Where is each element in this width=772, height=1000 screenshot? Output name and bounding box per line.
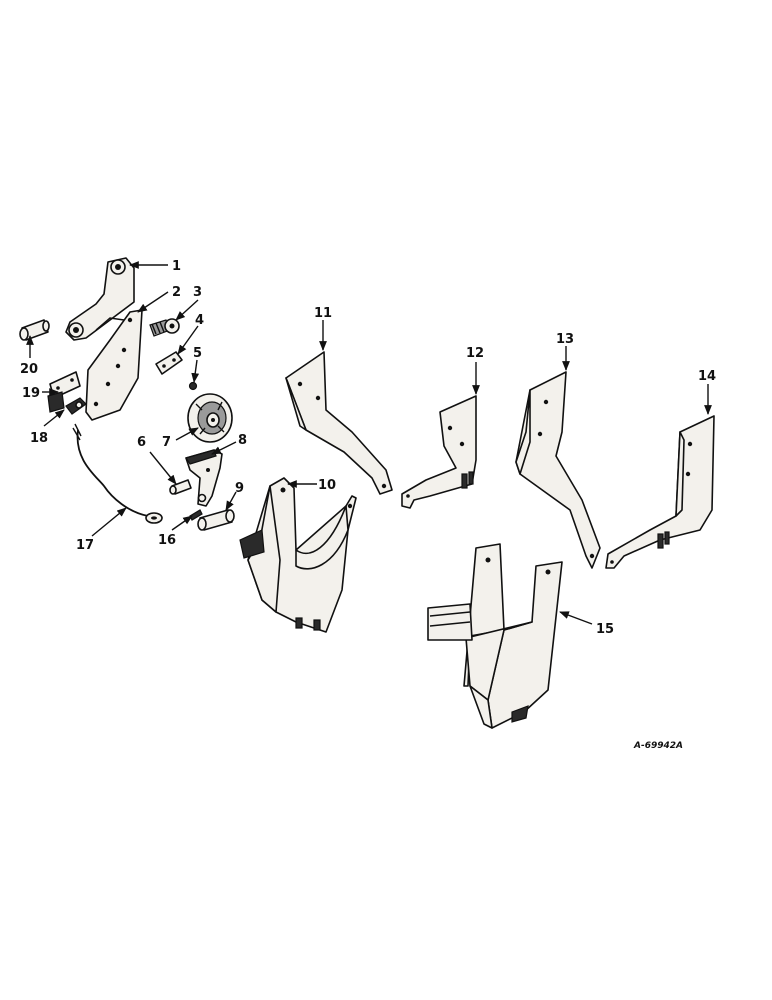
part-9-roller-pin bbox=[197, 509, 235, 531]
callout-12: 12 bbox=[466, 346, 484, 361]
callout-9: 9 bbox=[235, 481, 244, 496]
part-13-long-shank bbox=[515, 371, 601, 569]
part-3-bolt bbox=[149, 318, 180, 337]
callout-2: 2 bbox=[172, 285, 181, 300]
part-2-mounting-plate bbox=[85, 309, 143, 421]
part-7-disc bbox=[187, 393, 233, 443]
part-10-boot bbox=[239, 477, 357, 633]
part-18-clip bbox=[65, 397, 87, 415]
callout-6: 6 bbox=[137, 435, 146, 450]
part-4-small-plate bbox=[155, 351, 183, 375]
callout-5: 5 bbox=[193, 346, 202, 361]
callout-4: 4 bbox=[195, 313, 204, 328]
callout-19: 19 bbox=[22, 386, 40, 401]
part-17-cable bbox=[72, 423, 163, 524]
callout-labels: 1 2 3 4 5 6 7 8 9 10 11 12 13 14 15 16 1… bbox=[20, 259, 716, 637]
callout-18: 18 bbox=[30, 431, 48, 446]
part-8-lever-arm bbox=[185, 449, 223, 507]
part-5-nut bbox=[188, 381, 198, 391]
part-20-sleeve bbox=[19, 319, 50, 341]
callout-13: 13 bbox=[556, 332, 574, 347]
part-15-large-boot bbox=[427, 543, 563, 729]
part-12-shank-foot bbox=[401, 395, 477, 509]
drawing-number: A-69942A bbox=[633, 741, 683, 751]
callout-14: 14 bbox=[698, 369, 716, 384]
callout-10: 10 bbox=[318, 478, 336, 493]
part-11-shank bbox=[285, 351, 393, 495]
callout-16: 16 bbox=[158, 533, 176, 548]
part-6-pin bbox=[169, 479, 192, 495]
callout-3: 3 bbox=[193, 285, 202, 300]
leader-lines bbox=[26, 261, 712, 625]
callout-7: 7 bbox=[162, 435, 171, 450]
part-14-shank-foot bbox=[605, 415, 715, 569]
callout-15: 15 bbox=[596, 622, 614, 637]
callout-20: 20 bbox=[20, 362, 38, 377]
callout-11: 11 bbox=[314, 306, 332, 321]
callout-8: 8 bbox=[238, 433, 247, 448]
callout-1: 1 bbox=[172, 259, 181, 274]
callout-17: 17 bbox=[76, 538, 94, 553]
